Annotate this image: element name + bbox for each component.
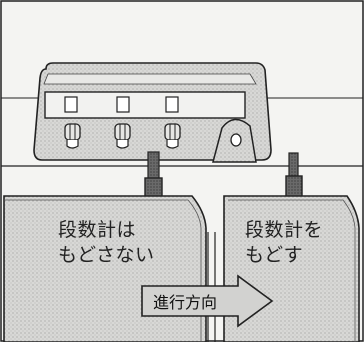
note-reset-line2: もどす [245, 244, 304, 266]
direction-arrow [141, 274, 274, 328]
note-no-reset: 段数計は もどさない [58, 218, 155, 268]
counter-digit-1 [64, 96, 78, 113]
counter-knob-2 [114, 123, 131, 149]
counter-knob-3 [164, 123, 181, 149]
carriage-right-edge [228, 199, 356, 342]
counter-display [44, 91, 246, 119]
counter-digit-3 [165, 96, 179, 113]
carriage-left-edge [4, 199, 202, 342]
note-reset-line1: 段数計を [245, 219, 324, 241]
reset-lever [212, 118, 257, 163]
row-counter-top-edge [43, 73, 257, 85]
note-no-reset-line1: 段数計は [58, 219, 137, 241]
counter-knob-1 [64, 123, 81, 149]
direction-label: 進行方向 [153, 293, 218, 312]
note-reset: 段数計を もどす [245, 218, 323, 268]
counter-digit-2 [116, 96, 130, 113]
note-no-reset-line2: もどさない [58, 244, 155, 266]
